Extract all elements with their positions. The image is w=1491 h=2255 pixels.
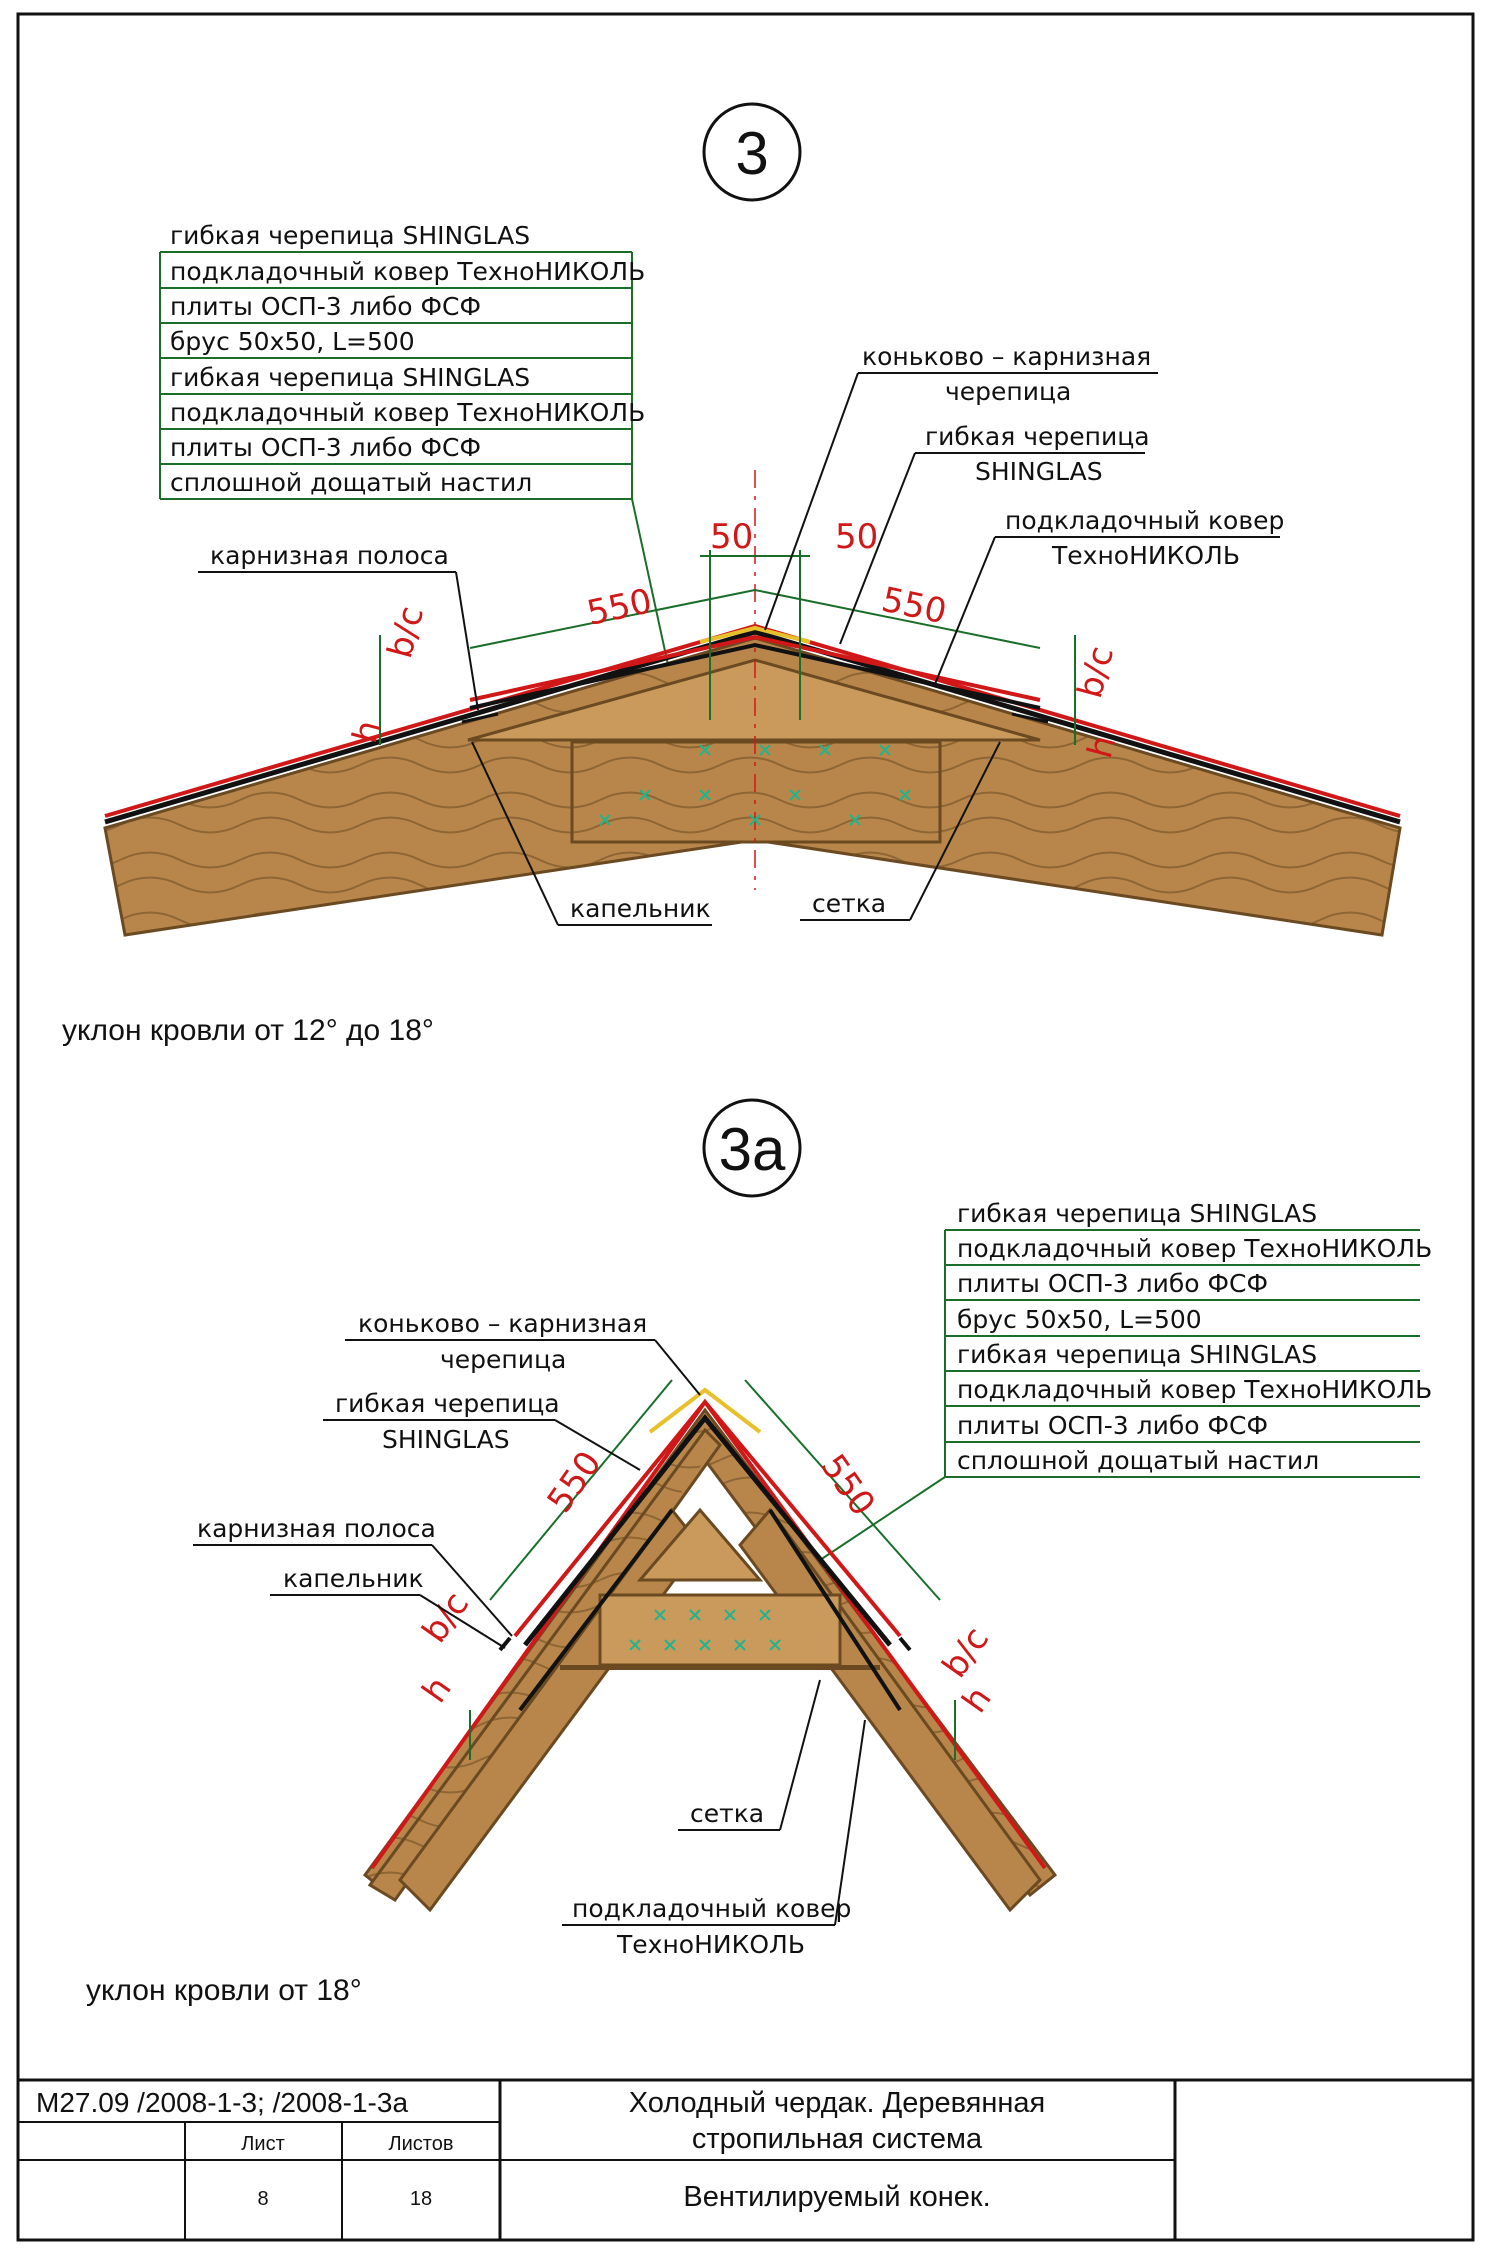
detail-3-timber: [103, 470, 1402, 937]
d3-layer-4: брус 50х50, L=500: [170, 327, 415, 356]
d3a-dim-h-left: h: [415, 1670, 460, 1711]
d3-layer-7: плиты ОСП-3 либо ФСФ: [170, 433, 481, 462]
detail-3-layer-legend: гибкая черепица SHINGLAS подкладочный ко…: [159, 221, 681, 721]
d3a-dim-h-right: h: [955, 1680, 1000, 1721]
tb-subtitle: Вентилируемый конек.: [683, 2181, 990, 2213]
d3a-layer-6: подкладочный ковер ТехноНИКОЛЬ: [957, 1375, 1432, 1404]
tb-code: М27.09 /2008-1-3; /2008-1-3а: [36, 2087, 408, 2118]
d3a-shinglas-2: SHINGLAS: [382, 1425, 510, 1454]
detail-3a-timber: [362, 1407, 1058, 1913]
tb-title-line2: стропильная система: [692, 2123, 983, 2155]
d3-underlay-1: подкладочный ковер: [1005, 506, 1284, 535]
d3a-layer-4: брус 50х50, L=500: [957, 1305, 1202, 1334]
d3a-dim-550-left: 550: [540, 1444, 610, 1520]
d3a-mesh-label: сетка: [690, 1799, 764, 1828]
d3-dim-550-right: 550: [878, 580, 950, 633]
d3-ridge-tile-2: черепица: [945, 377, 1071, 406]
d3a-dim-bc-left: b/c: [415, 1585, 477, 1650]
d3a-layer-7: плиты ОСП-3 либо ФСФ: [957, 1411, 1268, 1440]
detail-3-marker: [702, 102, 802, 202]
detail-3-callouts: коньково – карнизная черепица гибкая чер…: [198, 342, 1284, 926]
d3a-layer-2: подкладочный ковер ТехноНИКОЛЬ: [957, 1234, 1432, 1263]
d3a-ridge-tile-2: черепица: [440, 1345, 566, 1374]
d3a-layer-1: гибкая черепица SHINGLAS: [957, 1199, 1317, 1228]
d3-dim-550-left: 550: [584, 581, 656, 634]
tb-sheets-value: 18: [410, 2188, 432, 2210]
d3a-underlay-1: подкладочный ковер: [572, 1894, 851, 1923]
d3a-layer-3: плиты ОСП-3 либо ФСФ: [957, 1269, 1268, 1298]
tb-sheet-value: 8: [257, 2188, 268, 2210]
d3-layer-1: гибкая черепица SHINGLAS: [170, 221, 530, 250]
d3-underlay-2: ТехноНИКОЛЬ: [1051, 541, 1240, 570]
d3-layer-6: подкладочный ковер ТехноНИКОЛЬ: [170, 398, 645, 427]
detail-3-mesh: [599, 744, 911, 826]
d3a-layer-8: сплошной дощатый настил: [957, 1446, 1319, 1475]
detail-3a-roofing: [370, 1387, 1047, 1870]
sheet-frame: [16, 12, 1475, 2242]
detail-3-dimensions: 550 550 50 50 b/c h b/c h: [345, 517, 1124, 762]
detail-3a-marker: [702, 1098, 802, 1198]
d3a-dim-bc-right: b/c: [935, 1620, 997, 1685]
d3a-eave-strip: карнизная полоса: [197, 1514, 436, 1543]
d3a-slope-note: уклон кровли от 18°: [86, 1974, 362, 2007]
d3-drip-edge: капельник: [570, 894, 711, 923]
detail-3a-mesh: [629, 1609, 781, 1651]
d3a-layer-5: гибкая черепица SHINGLAS: [957, 1340, 1317, 1369]
d3-layer-3: плиты ОСП-3 либо ФСФ: [170, 292, 481, 321]
d3-layer-8: сплошной дощатый настил: [170, 468, 532, 497]
d3a-drip-edge: капельник: [283, 1564, 424, 1593]
d3-dim-bc-right: b/c: [1070, 642, 1122, 702]
title-block: М27.09 /2008-1-3; /2008-1-3а Лист Листов…: [18, 2078, 1473, 2240]
d3-slope-note: уклон кровли от 12° до 18°: [62, 1014, 434, 1047]
d3a-dim-550-right: 550: [813, 1447, 883, 1523]
d3-shinglas-2: SHINGLAS: [975, 457, 1103, 486]
d3a-ridge-tile-1: коньково – карнизная: [358, 1309, 647, 1338]
d3-layer-5: гибкая черепица SHINGLAS: [170, 363, 530, 392]
d3-dim-bc-left: b/c: [380, 602, 432, 662]
d3a-underlay-2: ТехноНИКОЛЬ: [616, 1930, 805, 1959]
d3a-shinglas-1: гибкая черепица: [335, 1389, 560, 1418]
detail-3: 3 гибкая черепица SHINGLAS подкладочный …: [62, 102, 1402, 1047]
detail-3a-layer-legend: гибкая черепица SHINGLAS подкладочный ко…: [789, 1199, 1432, 1581]
detail-3a: 3а гибкая черепица SHINGLAS подкладочный…: [86, 1098, 1432, 2007]
detail-3-number: 3: [735, 120, 768, 187]
d3-dim-50-right: 50: [835, 517, 878, 557]
d3-mesh-label: сетка: [812, 889, 886, 918]
tb-title-line1: Холодный чердак. Деревянная: [629, 2087, 1046, 2119]
d3-ridge-tile-1: коньково – карнизная: [862, 342, 1151, 371]
d3-shinglas-1: гибкая черепица: [925, 422, 1150, 451]
tb-sheet-label: Лист: [241, 2133, 284, 2155]
detail-3a-number: 3а: [719, 1116, 786, 1183]
detail-3-roofing: [104, 623, 1401, 825]
d3-eave-strip: карнизная полоса: [210, 541, 449, 570]
d3-dim-50-left: 50: [710, 517, 753, 557]
detail-3a-callouts: коньково – карнизная черепица гибкая чер…: [193, 1309, 866, 1959]
d3-layer-2: подкладочный ковер ТехноНИКОЛЬ: [170, 257, 645, 286]
tb-sheets-label: Листов: [389, 2133, 454, 2155]
